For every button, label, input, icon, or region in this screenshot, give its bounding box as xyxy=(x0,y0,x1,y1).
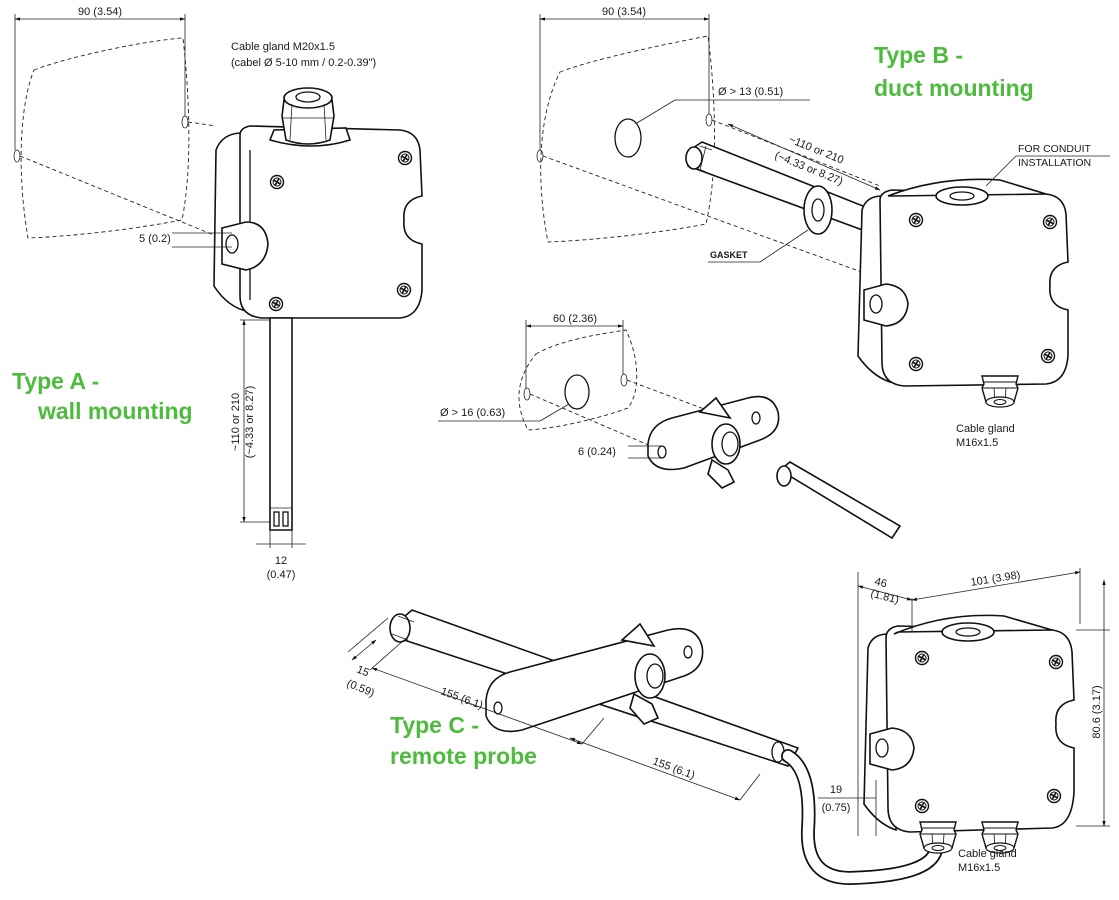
wall-outline-b xyxy=(540,35,715,243)
type-b-conduit-label-1: FOR CONDUIT xyxy=(1018,143,1091,155)
type-a-hole-dim: 5 (0.2) xyxy=(139,233,171,245)
type-c-probe-len-1: 155 (6.1) xyxy=(439,686,484,712)
type-c-gland-label-2: M16x1.5 xyxy=(958,862,1000,874)
flange-detail: 60 (2.36) Ø > 16 (0.63) 6 (0.24) xyxy=(438,313,902,540)
type-b-gasket-label: GASKET xyxy=(710,250,748,260)
type-a-probe-dia-1: 12 xyxy=(275,555,287,567)
housing-c-port xyxy=(941,622,995,642)
type-b-gland-label-2: M16x1.5 xyxy=(956,437,998,449)
cable-gland-c1 xyxy=(919,821,957,854)
type-a-width-dim: 90 (3.54) xyxy=(78,6,122,18)
flange-probe xyxy=(778,461,902,540)
type-c-gland-label-1: Cable gland xyxy=(958,848,1017,860)
type-c-tip-dim-2: (0.59) xyxy=(345,678,376,700)
probe-a xyxy=(269,317,293,531)
type-c-tip-dim-1: 15 xyxy=(355,664,371,680)
housing-b-front xyxy=(879,189,1069,387)
mount-hole-a1 xyxy=(13,149,21,163)
type-a-probe-dia-2: (0.47) xyxy=(267,569,296,581)
conduit-port xyxy=(935,186,989,206)
flange-body xyxy=(647,395,780,471)
cable-gland-b xyxy=(981,375,1019,408)
housing-c-front xyxy=(885,625,1075,833)
flange-width-dim: 60 (2.36) xyxy=(553,313,597,325)
type-a-wall-mounting: 90 (3.54) 5 (0.2) Cable gland M20x1.5 (c… xyxy=(12,6,423,581)
type-c-depth-2: (1.81) xyxy=(869,588,900,607)
housing-a-front xyxy=(239,125,423,319)
flange-screw-dim: 6 (0.24) xyxy=(578,446,616,458)
type-a-probe-length-2: (~4.33 or 8.27) xyxy=(244,386,256,458)
gasket xyxy=(803,185,833,235)
flange-hole-dim: Ø > 16 (0.63) xyxy=(440,407,505,419)
type-a-title-2: wall mounting xyxy=(37,398,193,424)
type-c-side-2: (0.75) xyxy=(822,802,851,814)
type-b-gland-label-1: Cable gland xyxy=(956,423,1015,435)
type-b-title-1: Type B - xyxy=(874,42,963,68)
wall-outline-a xyxy=(20,37,190,239)
duct-hole xyxy=(614,118,642,158)
type-a-gland-label-2: (cabel Ø 5-10 mm / 0.2-0.39") xyxy=(231,57,376,69)
flange-wall-outline xyxy=(518,329,638,431)
type-a-title-1: Type A - xyxy=(12,368,99,394)
type-c-remote-probe: 15 (0.59) 155 (6.1) 155 (6.1) 46 (1.81) … xyxy=(345,568,1110,886)
type-c-title-2: remote probe xyxy=(390,743,537,769)
type-b-duct-mounting: 90 (3.54) Ø > 13 (0.51) GASKET ~110 or 2… xyxy=(536,6,1110,449)
mount-hole-a2 xyxy=(181,115,189,129)
type-c-probe-len-2: 155 (6.1) xyxy=(651,756,696,782)
type-b-hole-dim: Ø > 13 (0.51) xyxy=(718,86,783,98)
type-c-side-1: 19 xyxy=(830,784,842,796)
type-b-title-2: duct mounting xyxy=(874,75,1034,101)
type-b-conduit-label-2: INSTALLATION xyxy=(1018,157,1091,169)
type-c-height-dim: 80.6 (3.17) xyxy=(1091,685,1103,738)
type-c-title-1: Type C - xyxy=(390,712,479,738)
type-a-probe-length-1: ~110 or 210 xyxy=(230,393,242,451)
flange-hole xyxy=(564,374,590,410)
type-a-gland-label-1: Cable gland M20x1.5 xyxy=(231,41,335,53)
type-c-depth-1: 46 xyxy=(873,576,888,591)
type-b-width-dim: 90 (3.54) xyxy=(602,6,646,18)
